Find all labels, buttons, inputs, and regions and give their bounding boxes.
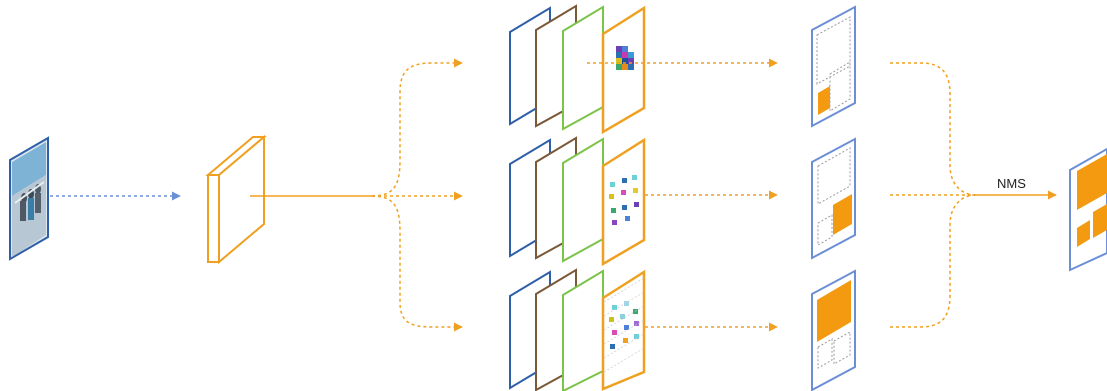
nms-merge-connectors [890,62,1057,328]
input-image [9,136,49,261]
feature-stack-row-2 [509,136,646,267]
nms-label: NMS [997,176,1026,191]
feature-stack-row-3 [509,268,646,391]
proposal-card-3 [811,269,856,391]
final-output-card [1069,147,1107,272]
proposal-card-2 [811,137,856,260]
proposal-card-1 [811,5,856,128]
feature-stack-row-1 [509,4,646,135]
backbone-block [205,134,267,265]
feature-to-proposal-arrows [587,58,778,332]
branch-connectors [250,58,463,332]
